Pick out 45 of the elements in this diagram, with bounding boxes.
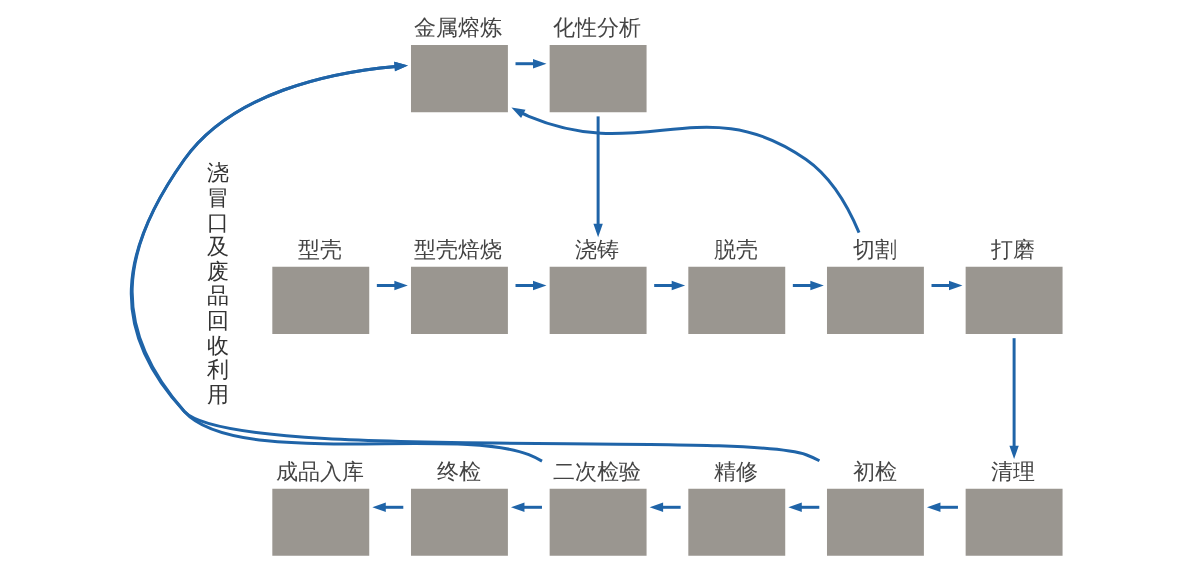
node-label: 型壳焙烧 — [413, 236, 502, 263]
node-label: 切割 — [852, 236, 897, 263]
arrow — [592, 116, 603, 238]
label: 浇冒口及废品回收利用 — [206, 159, 229, 407]
node-label: 成品入库 — [275, 457, 364, 484]
node-box — [826, 266, 924, 334]
node-label: 清理 — [990, 457, 1035, 484]
arrow — [931, 280, 962, 291]
node-label: 化性分析 — [552, 14, 641, 41]
node-label: 初检 — [852, 457, 897, 484]
node-box — [410, 266, 508, 334]
arrow — [515, 59, 546, 69]
node-box — [271, 488, 369, 556]
node-label: 二次检验 — [552, 457, 641, 484]
arrow — [926, 502, 958, 512]
node-label: 脱壳 — [713, 236, 758, 263]
arrow — [130, 61, 543, 463]
arrow — [787, 502, 819, 512]
arrow — [129, 61, 820, 463]
node-box — [687, 266, 785, 334]
node-label: 打磨 — [990, 236, 1035, 263]
arrow — [515, 280, 546, 291]
node-box — [549, 488, 647, 556]
node-box — [549, 266, 647, 334]
node-box — [826, 488, 924, 556]
arrow — [371, 502, 403, 512]
node-label: 精修 — [713, 457, 758, 484]
node-label: 型壳 — [297, 236, 342, 263]
node-box — [965, 488, 1063, 556]
node-box — [410, 488, 508, 556]
node-box — [549, 45, 647, 113]
node-label: 金属熔炼 — [413, 14, 502, 41]
node-box — [271, 266, 369, 334]
arrow — [1008, 338, 1019, 460]
arrow — [649, 502, 681, 512]
arrow — [510, 502, 542, 512]
node-label: 浇铸 — [574, 236, 619, 263]
arrow — [792, 280, 824, 291]
node-box — [687, 488, 785, 556]
arrow — [510, 107, 860, 234]
arrow — [653, 280, 685, 291]
arrow — [376, 280, 408, 291]
node-label: 终检 — [436, 457, 481, 484]
node-box — [965, 266, 1063, 334]
node-box — [410, 45, 508, 113]
